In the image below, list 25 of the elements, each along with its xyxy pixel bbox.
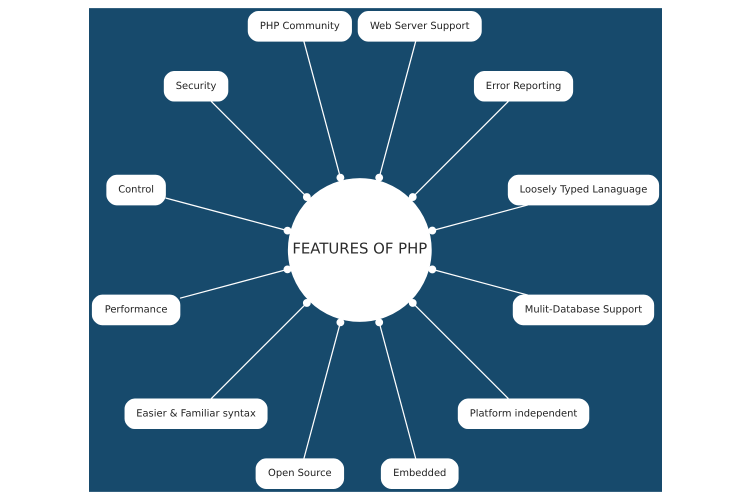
node-box: Mulit-Database Support bbox=[512, 294, 654, 326]
node-circle: FEATURES OF PHP bbox=[287, 178, 432, 322]
node-box: Open Source bbox=[255, 458, 344, 489]
node-box: Control bbox=[106, 174, 166, 206]
connector bbox=[428, 204, 528, 234]
connector bbox=[302, 318, 344, 459]
node-box: Performance bbox=[91, 294, 180, 326]
connector bbox=[164, 197, 291, 235]
connector bbox=[374, 318, 416, 459]
connector bbox=[210, 299, 310, 400]
connector bbox=[374, 41, 416, 182]
connector bbox=[428, 266, 528, 296]
node-box: Security bbox=[163, 70, 228, 102]
node-box: Platform independent bbox=[457, 398, 589, 430]
node-box: Loosely Typed Lanaguage bbox=[507, 174, 659, 206]
node-box: Embedded bbox=[380, 458, 458, 489]
node-box: Web Server Support bbox=[357, 11, 482, 42]
connector bbox=[408, 100, 508, 201]
connector bbox=[408, 299, 508, 400]
node-box: Error Reporting bbox=[473, 70, 573, 102]
connector bbox=[302, 41, 344, 182]
connector bbox=[179, 265, 291, 299]
node-box: PHP Community bbox=[247, 11, 352, 42]
connector bbox=[210, 100, 310, 201]
node-box: Easier & Familiar syntax bbox=[124, 398, 268, 430]
